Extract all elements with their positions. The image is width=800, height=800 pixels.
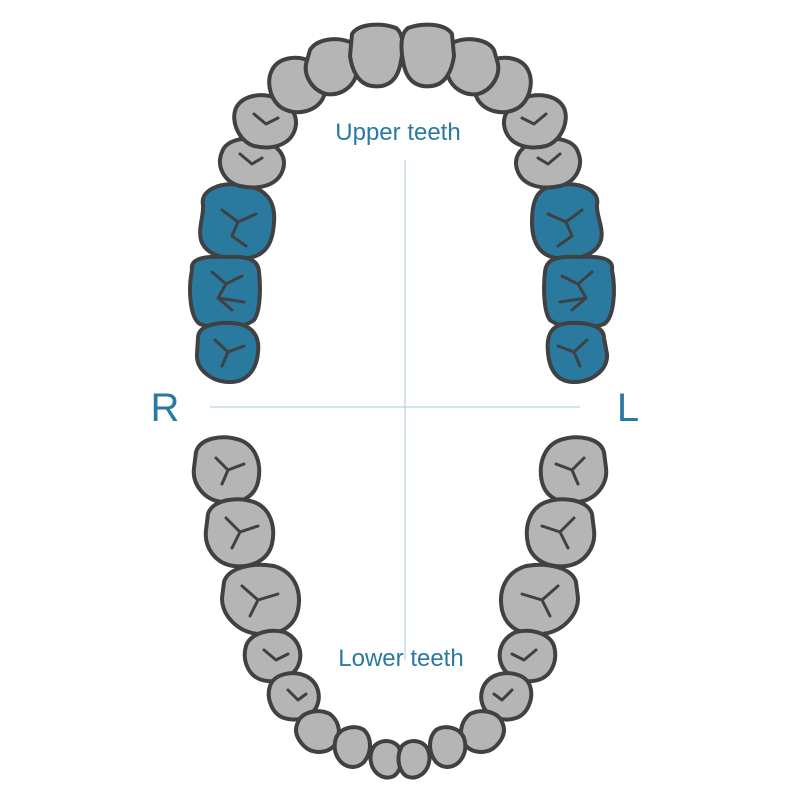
lower-left-canine <box>461 711 504 752</box>
upper-right-front-teeth <box>220 25 403 188</box>
upper-left-molars <box>532 184 614 382</box>
upper-right-molar-2 <box>190 257 260 328</box>
left-side-label: L <box>617 386 639 430</box>
lower-right-teeth <box>194 437 402 777</box>
lower-teeth-label: Lower teeth <box>338 645 463 672</box>
lower-left-teeth <box>399 437 607 777</box>
right-side-label: R <box>151 386 180 430</box>
lower-right-lateral-incisor <box>335 727 370 767</box>
upper-right-molars <box>190 184 274 382</box>
upper-left-central-incisor <box>401 25 454 87</box>
upper-left-molar-2 <box>544 257 614 328</box>
upper-arch <box>190 25 614 382</box>
lower-left-lateral-incisor <box>430 727 465 767</box>
lower-right-canine <box>296 711 339 752</box>
upper-left-molar-3 <box>548 323 607 382</box>
upper-left-front-teeth <box>401 25 580 188</box>
upper-teeth-label: Upper teeth <box>335 119 460 146</box>
lower-left-central-incisor <box>399 741 430 777</box>
upper-right-central-incisor <box>350 25 403 87</box>
lower-arch <box>194 437 606 777</box>
